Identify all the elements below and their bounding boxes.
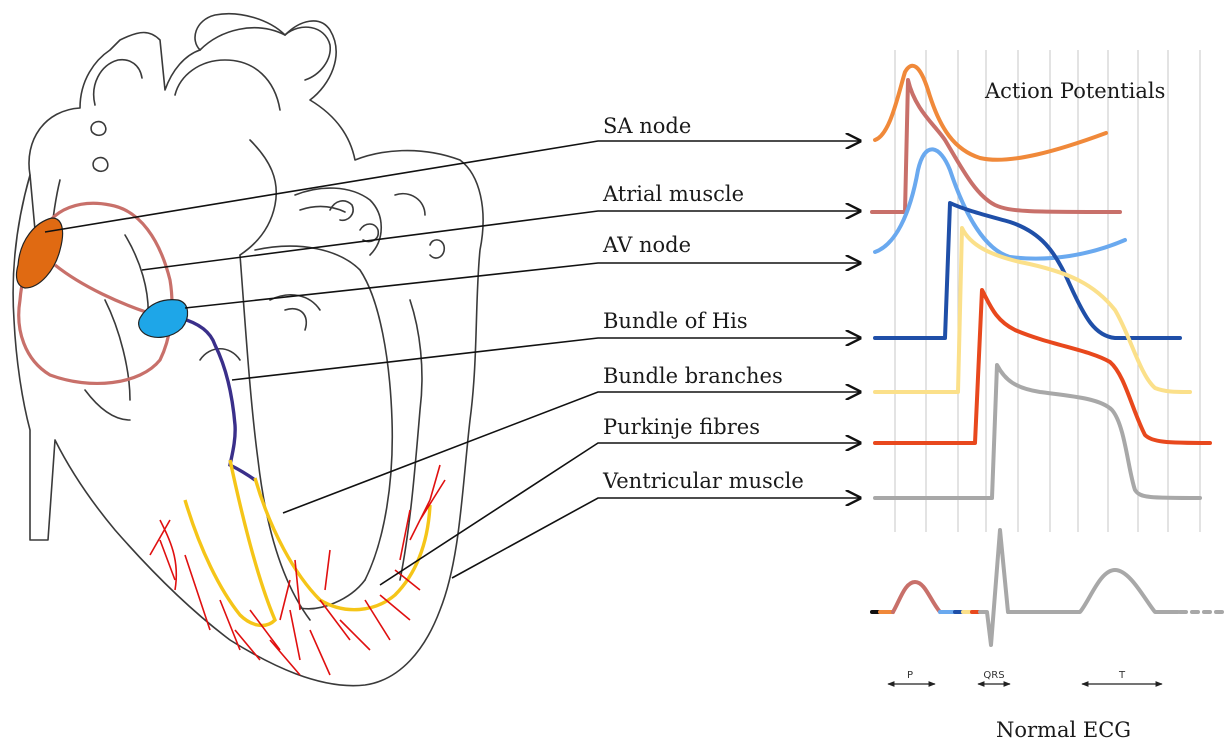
purkinje-fibres-leader <box>380 443 860 585</box>
branch-pathway <box>185 460 430 625</box>
trace-purkinje-fibres <box>875 290 1210 443</box>
ecg-t-label: T <box>1118 670 1126 681</box>
ventricular-muscle-leader <box>452 498 860 578</box>
av-node-leader <box>185 263 860 308</box>
trace-bundle-of-his <box>875 203 1180 338</box>
trace-av-node <box>875 149 1125 258</box>
label-sa-node: SA node <box>603 114 691 138</box>
leader-lines <box>45 141 860 585</box>
trace-bundle-branches <box>875 228 1190 392</box>
ecg-p-label: P <box>907 670 913 681</box>
label-atrial-muscle: Atrial muscle <box>602 182 744 206</box>
action-potentials-title: Action Potentials <box>984 79 1165 103</box>
ecg-qrs-t <box>980 530 1178 645</box>
ecg-trace <box>872 530 1222 645</box>
structure-labels: SA node Atrial muscle AV node Bundle of … <box>602 114 804 493</box>
label-bundle-branches: Bundle branches <box>603 364 783 388</box>
ecg-qrs-label: QRS <box>983 670 1004 681</box>
his-pathway <box>180 318 255 480</box>
sa-node-blob <box>16 218 62 288</box>
bundle-branches-leader <box>283 392 860 513</box>
ecg-title: Normal ECG <box>996 718 1131 742</box>
bundle-of-his-path <box>180 318 255 480</box>
av-node-blob <box>139 300 188 338</box>
label-av-node: AV node <box>602 233 691 257</box>
atrial-muscle-leader <box>142 211 860 270</box>
ecg-p-wave <box>893 582 940 612</box>
label-ventricular-muscle: Ventricular muscle <box>602 469 804 493</box>
label-purkinje-fibres: Purkinje fibres <box>603 415 760 439</box>
label-bundle-of-his: Bundle of His <box>603 309 748 333</box>
action-potential-traces <box>872 66 1210 498</box>
